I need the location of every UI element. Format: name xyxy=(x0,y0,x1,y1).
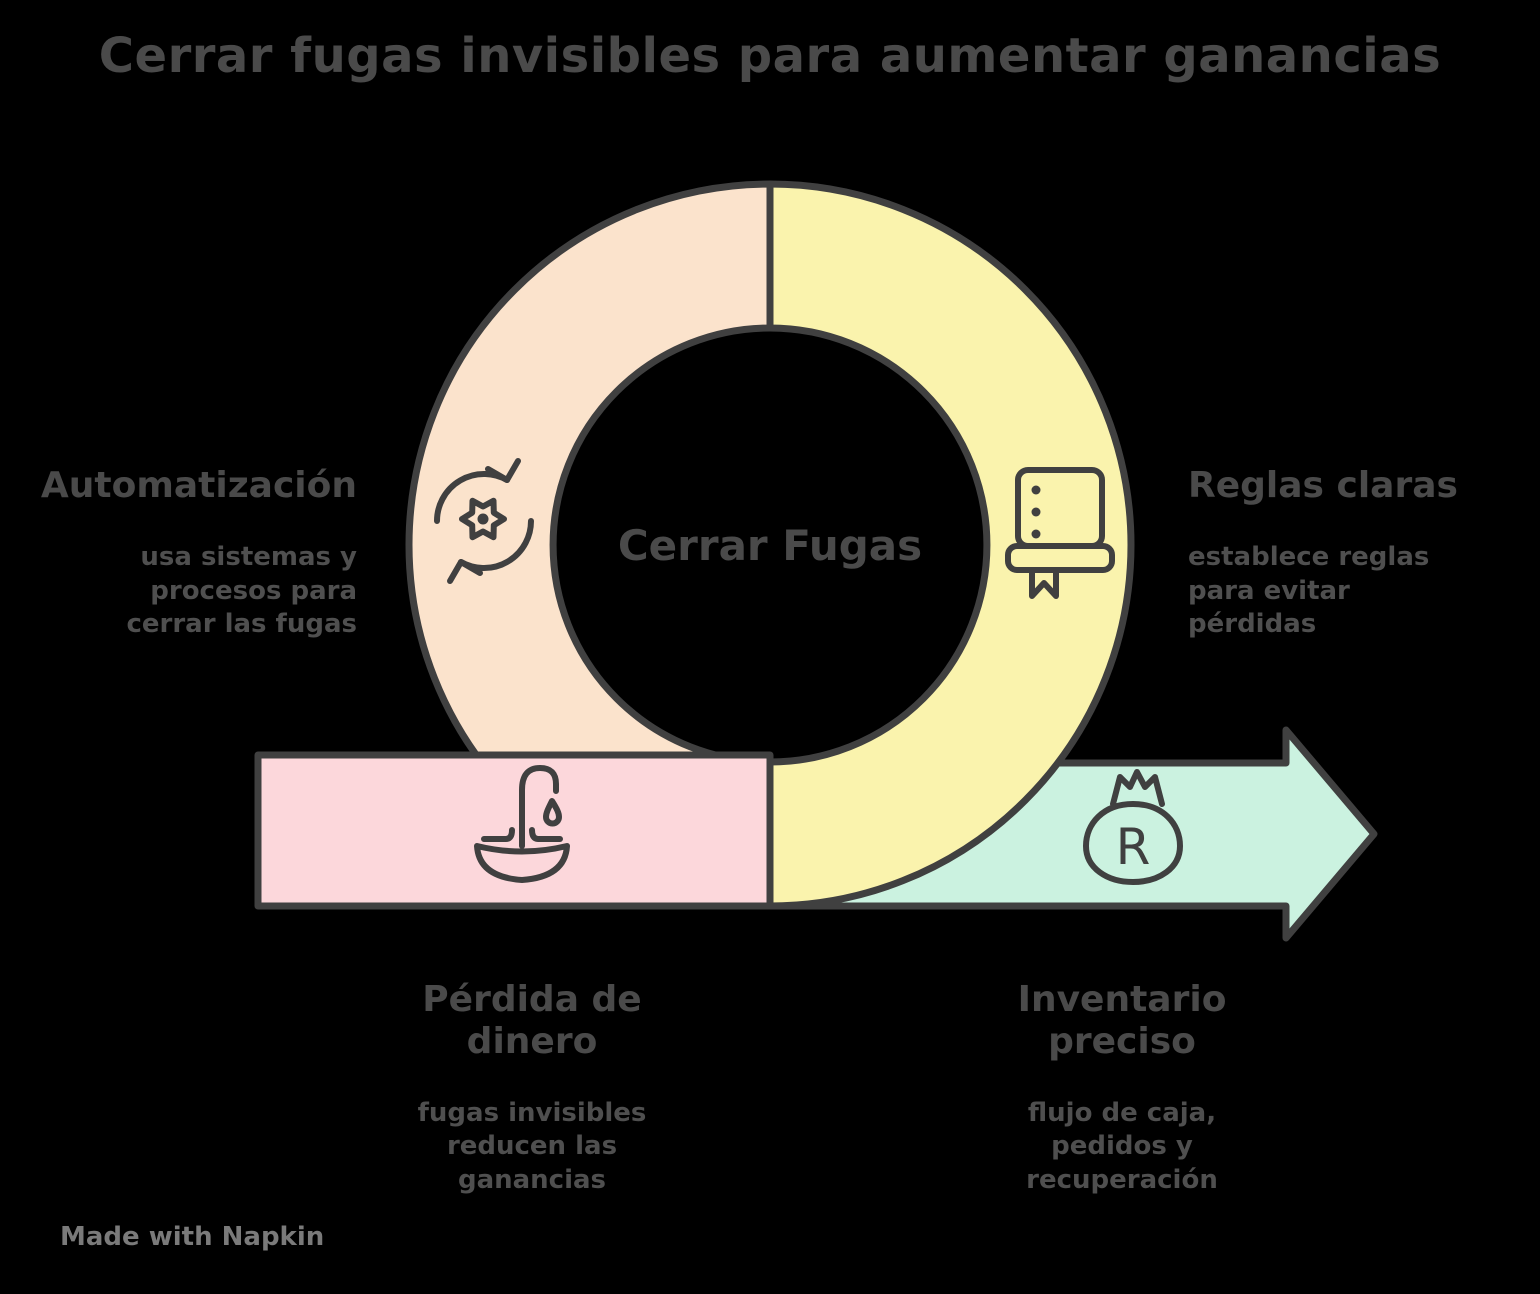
leak-faucet-icon xyxy=(474,765,570,883)
sync-arrowhead-bottom xyxy=(447,559,483,584)
napkin-watermark: Made with Napkin xyxy=(60,1222,325,1252)
book-dot-2 xyxy=(1031,507,1041,517)
book-ribbon xyxy=(1029,567,1059,599)
section-automation: Automatización usa sistemas y procesos p… xyxy=(37,446,357,661)
section-inventory-heading: Inventario preciso xyxy=(1017,979,1227,1062)
diagram-title: Cerrar fugas invisibles para aumentar ga… xyxy=(98,28,1442,84)
section-automation-body: usa sistemas y procesos para cerrar las … xyxy=(126,541,357,640)
ring-segment-rules xyxy=(766,180,1135,910)
book-pages xyxy=(1005,543,1115,573)
water-drop xyxy=(543,798,562,827)
faucet-pipe xyxy=(519,765,559,849)
basin-rim-right xyxy=(529,827,563,842)
section-money-loss-heading: Pérdida de dinero xyxy=(422,979,642,1062)
money-bag-letter: R xyxy=(1116,818,1151,876)
gear-center-dot xyxy=(477,513,489,525)
section-rules: Reglas claras establece reglas para evit… xyxy=(1188,446,1518,661)
basin-rim-left xyxy=(481,827,515,842)
book-dot-3 xyxy=(1031,529,1041,539)
money-bag-icon: R xyxy=(1083,769,1183,885)
section-inventory-body: flujo de caja, pedidos y recuperación xyxy=(1026,1097,1218,1196)
section-automation-heading: Automatización xyxy=(40,465,357,506)
section-inventory: Inventario preciso flujo de caja, pedido… xyxy=(962,960,1282,1217)
money-bag-body xyxy=(1083,801,1183,885)
center-label: Cerrar Fugas xyxy=(553,328,987,762)
center-label-text: Cerrar Fugas xyxy=(617,520,923,570)
sync-arrowhead-top xyxy=(485,458,521,483)
book-dot-1 xyxy=(1031,485,1041,495)
money-bag-tie xyxy=(1110,769,1165,807)
sync-gear-icon xyxy=(434,458,534,584)
gear-star xyxy=(459,497,507,541)
faucet-basin xyxy=(474,843,570,883)
section-rules-body: establece reglas para evitar pérdidas xyxy=(1188,541,1430,640)
section-money-loss: Pérdida de dinero fugas invisibles reduc… xyxy=(372,960,692,1217)
diagram-shapes: R xyxy=(254,180,1378,942)
section-money-loss-body: fugas invisibles reducen las ganancias xyxy=(417,1097,647,1196)
section-rules-heading: Reglas claras xyxy=(1188,465,1458,506)
book-icon xyxy=(1005,467,1115,599)
